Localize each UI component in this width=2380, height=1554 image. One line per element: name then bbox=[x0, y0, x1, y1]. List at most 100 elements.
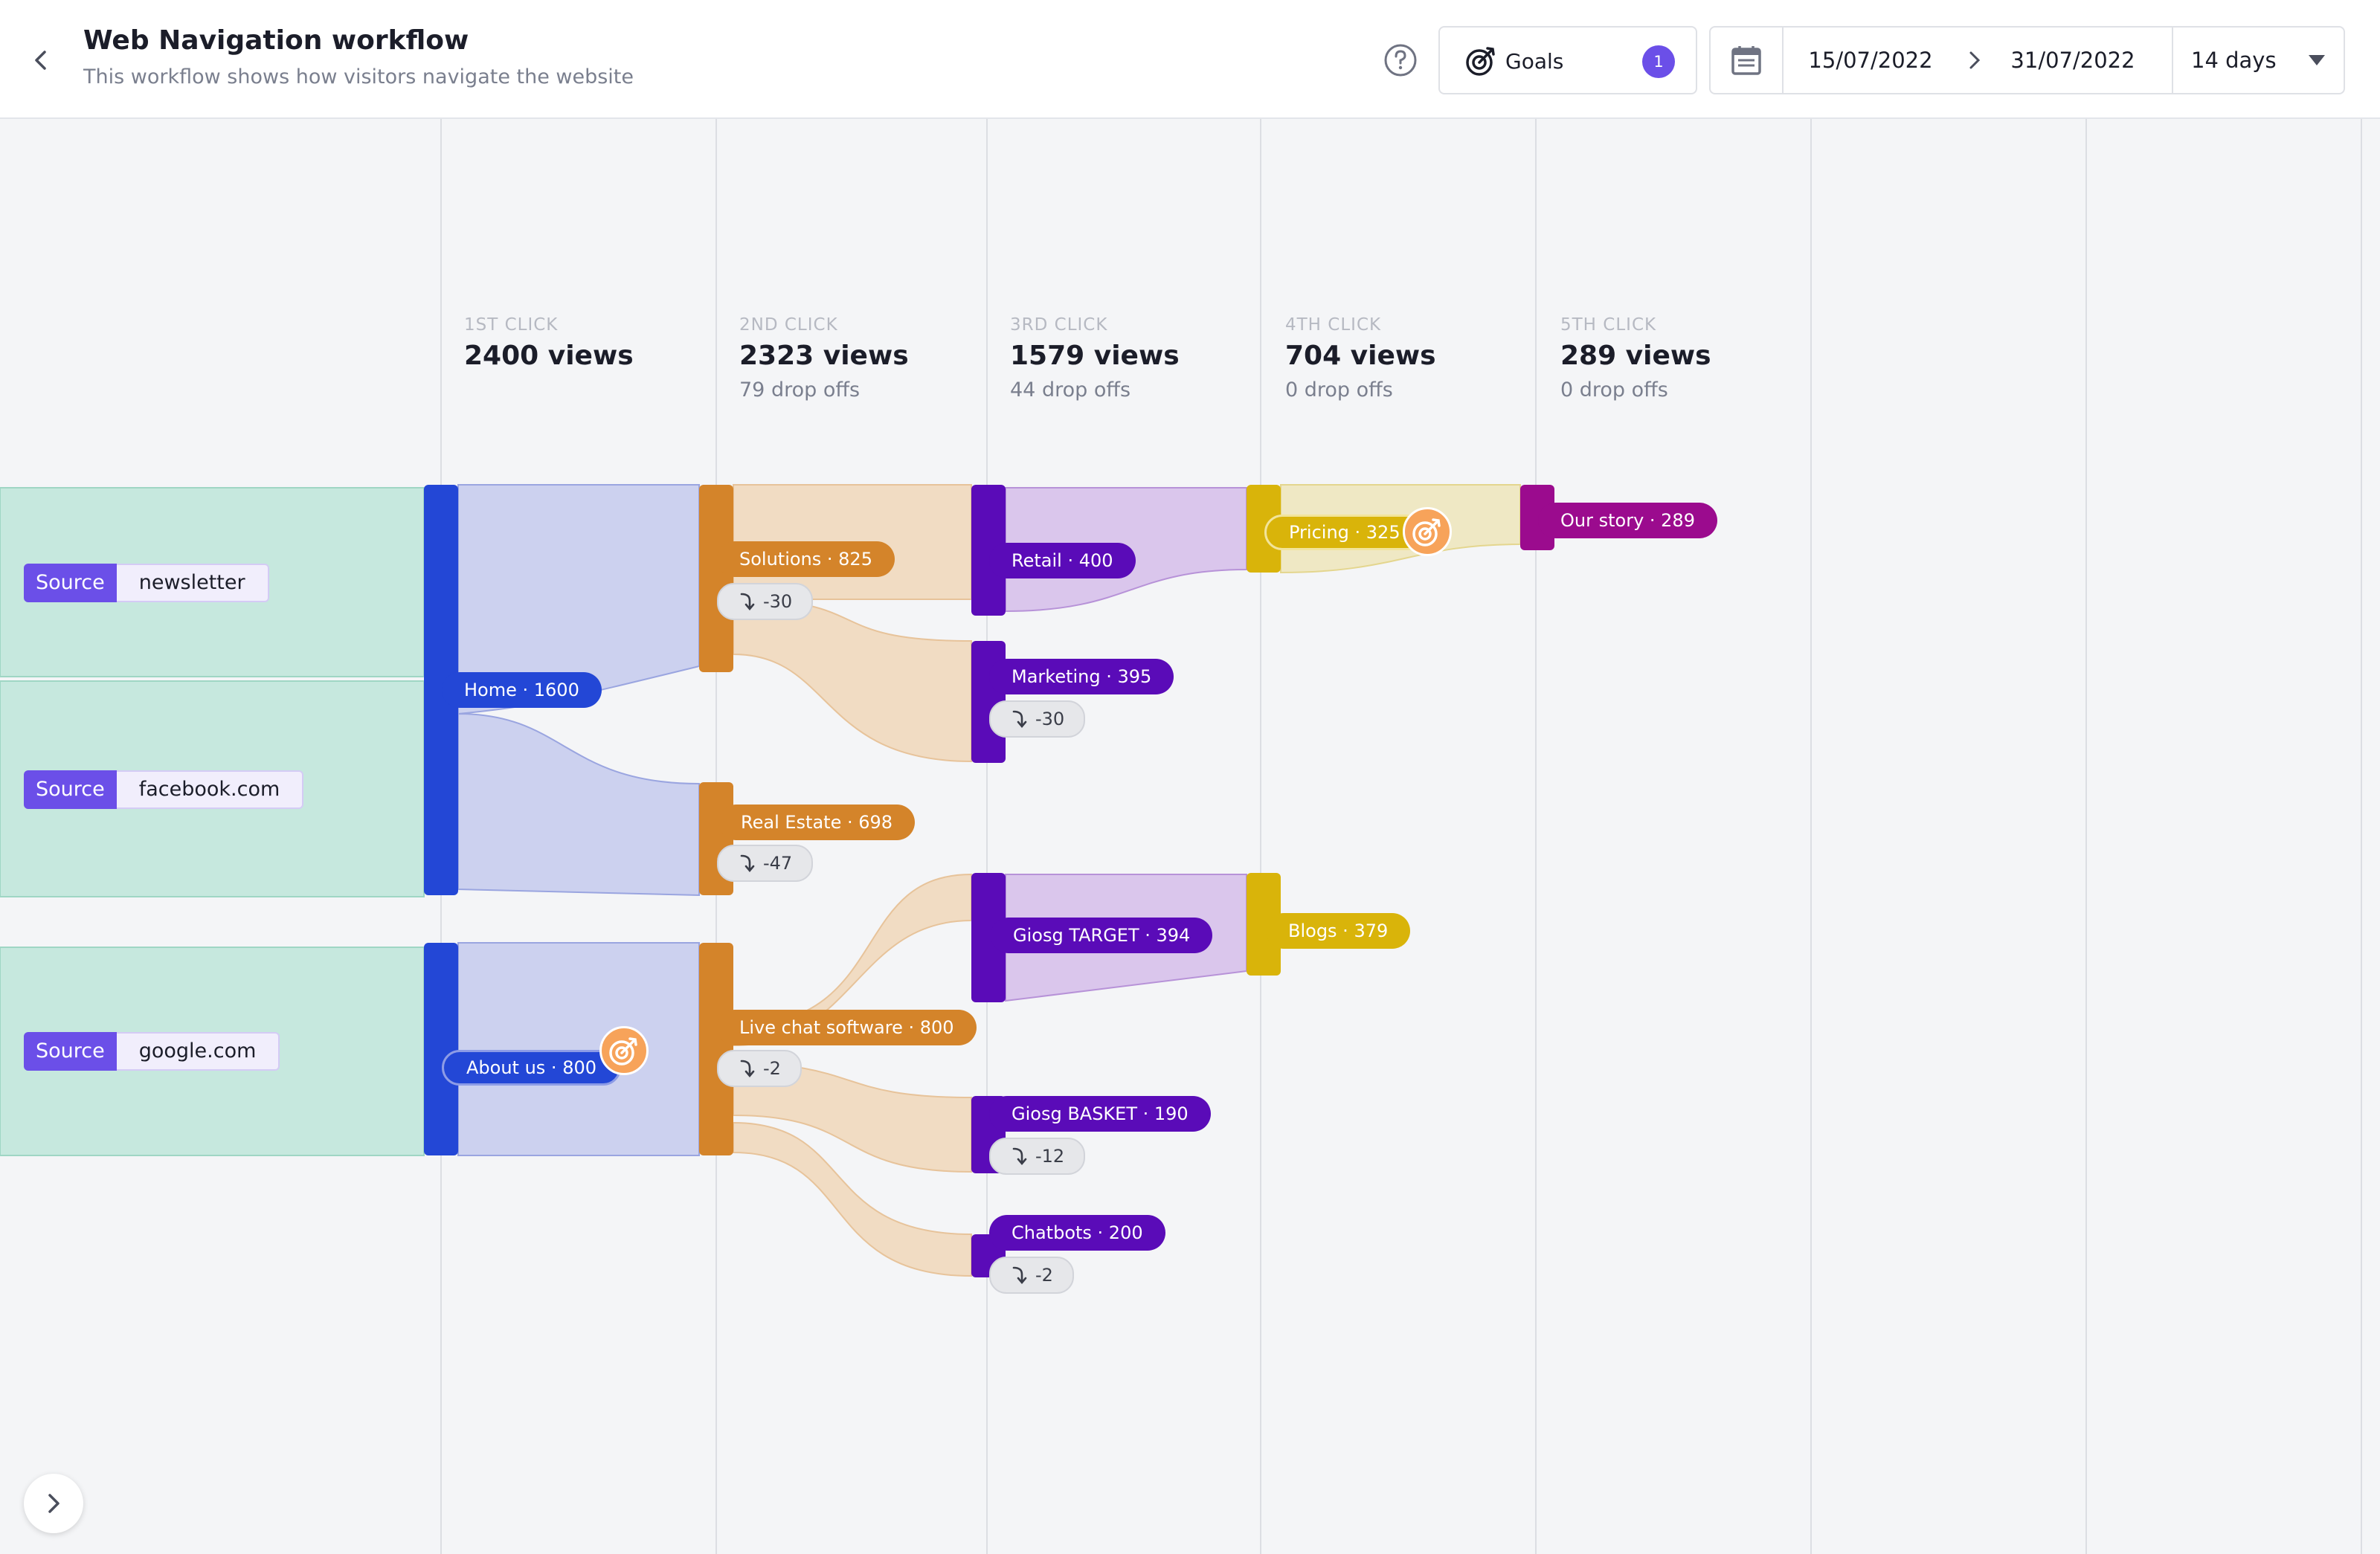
flow-about-live-chat bbox=[457, 942, 700, 1156]
start-date[interactable]: 15/07/2022 bbox=[1808, 48, 1933, 73]
stage-label: 5TH CLICK bbox=[1560, 315, 1657, 335]
node-label-solutions[interactable]: Solutions · 825 bbox=[717, 541, 895, 577]
column-divider bbox=[2085, 119, 2087, 1554]
date-range-picker: 15/07/2022 31/07/2022 14 days bbox=[1709, 26, 2345, 94]
source-key: Source bbox=[24, 770, 117, 809]
workflow-canvas: 1ST CLICK 2400 views 2ND CLICK 2323 view… bbox=[0, 119, 2380, 1554]
target-icon bbox=[1466, 47, 1495, 76]
dropoff-badge-chatbots[interactable]: -2 bbox=[989, 1257, 1074, 1294]
dropoff-arrow-icon bbox=[1012, 1147, 1027, 1166]
source-value: newsletter bbox=[116, 564, 269, 602]
dropoff-arrow-icon bbox=[1012, 710, 1027, 729]
flow-home-real-estate bbox=[457, 712, 700, 897]
node-bar-retail[interactable] bbox=[971, 485, 1006, 616]
flow-diagram bbox=[0, 484, 1554, 1277]
dropoff-badge-real-estate[interactable]: -47 bbox=[717, 845, 814, 882]
node-label-real-estate[interactable]: Real Estate · 698 bbox=[718, 805, 916, 840]
source-value: facebook.com bbox=[116, 770, 304, 809]
stage-label: 2ND CLICK bbox=[739, 315, 838, 335]
caret-down-icon bbox=[2309, 55, 2325, 65]
stage-header-4: 4TH CLICK 704 views 0 drop offs bbox=[1285, 315, 1436, 402]
node-bar-giosg-target[interactable] bbox=[971, 873, 1006, 1002]
target-icon bbox=[609, 1037, 637, 1065]
dropoff-arrow-icon bbox=[1012, 1266, 1027, 1285]
stage-label: 1ST CLICK bbox=[464, 315, 559, 335]
stage-views: 2323 views bbox=[739, 341, 909, 371]
stage-header-1: 1ST CLICK 2400 views bbox=[464, 315, 634, 371]
node-label-giosg-target[interactable]: Giosg TARGET · 394 bbox=[991, 918, 1213, 953]
end-date[interactable]: 31/07/2022 bbox=[2010, 48, 2135, 73]
dropoff-count: -47 bbox=[763, 853, 793, 874]
dropoff-badge-live-chat[interactable]: -2 bbox=[717, 1050, 802, 1087]
node-bar-pricing[interactable] bbox=[1247, 485, 1281, 573]
stage-views: 1579 views bbox=[1010, 341, 1180, 371]
stage-views: 704 views bbox=[1285, 341, 1436, 371]
goal-badge bbox=[599, 1026, 649, 1075]
node-label-pricing[interactable]: Pricing · 325 bbox=[1264, 515, 1425, 550]
node-label-our-story[interactable]: Our story · 289 bbox=[1538, 503, 1717, 538]
column-divider bbox=[2361, 119, 2362, 1554]
dropoff-count: -12 bbox=[1035, 1146, 1065, 1167]
node-bar-solutions[interactable] bbox=[699, 485, 733, 672]
help-icon[interactable] bbox=[1382, 42, 1419, 79]
stage-dropoffs: 79 drop offs bbox=[739, 378, 861, 402]
calendar-icon bbox=[1731, 46, 1761, 75]
flow-live-chat-basket bbox=[733, 1062, 972, 1173]
source-tag-newsletter[interactable]: Source newsletter bbox=[24, 564, 269, 602]
page-title: Web Navigation workflow bbox=[83, 25, 469, 56]
column-divider bbox=[1535, 119, 1537, 1554]
stage-dropoffs: 0 drop offs bbox=[1285, 378, 1393, 402]
stage-views: 2400 views bbox=[464, 341, 634, 371]
node-label-chatbots[interactable]: Chatbots · 200 bbox=[989, 1215, 1165, 1251]
source-key: Source bbox=[24, 564, 117, 602]
header-bar: Web Navigation workflow This workflow sh… bbox=[0, 0, 2380, 119]
dropoff-count: -2 bbox=[763, 1058, 781, 1079]
range-select[interactable]: 14 days bbox=[2172, 28, 2347, 93]
source-tag-facebook[interactable]: Source facebook.com bbox=[24, 770, 304, 809]
node-label-giosg-basket[interactable]: Giosg BASKET · 190 bbox=[989, 1096, 1211, 1132]
node-label-marketing[interactable]: Marketing · 395 bbox=[989, 659, 1174, 694]
stage-views: 289 views bbox=[1560, 341, 1711, 371]
node-bar-live-chat[interactable] bbox=[699, 943, 733, 1155]
source-key: Source bbox=[24, 1032, 117, 1071]
stage-label: 3RD CLICK bbox=[1010, 315, 1108, 335]
page-subtitle: This workflow shows how visitors navigat… bbox=[83, 65, 634, 88]
target-icon bbox=[1412, 518, 1441, 547]
calendar-button[interactable] bbox=[1711, 28, 1784, 93]
dropoff-arrow-icon bbox=[740, 593, 755, 611]
stage-header-5: 5TH CLICK 289 views 0 drop offs bbox=[1560, 315, 1711, 402]
dropoff-badge-giosg-basket[interactable]: -12 bbox=[989, 1138, 1086, 1175]
dropoff-arrow-icon bbox=[740, 1060, 755, 1078]
stage-dropoffs: 44 drop offs bbox=[1010, 378, 1131, 402]
flow-solutions-marketing bbox=[733, 598, 972, 763]
dropoff-count: -30 bbox=[1035, 709, 1065, 729]
range-label: 14 days bbox=[2191, 48, 2277, 73]
source-value: google.com bbox=[116, 1032, 280, 1071]
back-arrow-icon[interactable] bbox=[22, 42, 60, 79]
goals-count-badge: 1 bbox=[1642, 45, 1675, 78]
dropoff-count: -30 bbox=[763, 591, 793, 612]
chevron-right-icon bbox=[48, 1494, 60, 1513]
node-bar-blogs[interactable] bbox=[1247, 873, 1281, 976]
dropoff-count: -2 bbox=[1035, 1265, 1053, 1286]
goals-button[interactable]: Goals 1 bbox=[1438, 26, 1697, 94]
node-bar-home[interactable] bbox=[424, 485, 458, 895]
dropoff-badge-marketing[interactable]: -30 bbox=[989, 700, 1086, 738]
node-label-blogs[interactable]: Blogs · 379 bbox=[1266, 913, 1411, 949]
dropoff-badge-solutions[interactable]: -30 bbox=[717, 583, 814, 620]
stage-header-3: 3RD CLICK 1579 views 44 drop offs bbox=[1010, 315, 1180, 402]
goal-badge bbox=[1403, 507, 1452, 556]
node-label-home[interactable]: Home · 1600 bbox=[442, 672, 602, 708]
node-label-retail[interactable]: Retail · 400 bbox=[989, 543, 1136, 578]
node-bar-about[interactable] bbox=[424, 943, 458, 1155]
expand-panel-button[interactable] bbox=[24, 1474, 83, 1533]
source-tag-google[interactable]: Source google.com bbox=[24, 1032, 280, 1071]
node-label-live-chat[interactable]: Live chat software · 800 bbox=[717, 1010, 977, 1045]
chevron-right-icon bbox=[1969, 51, 1981, 69]
stage-dropoffs: 0 drop offs bbox=[1560, 378, 1668, 402]
node-label-about[interactable]: About us · 800 bbox=[442, 1050, 621, 1086]
stage-label: 4TH CLICK bbox=[1285, 315, 1382, 335]
stage-header-2: 2ND CLICK 2323 views 79 drop offs bbox=[739, 315, 909, 402]
flow-live-chat-chatbots bbox=[733, 1121, 972, 1277]
column-divider bbox=[1810, 119, 1812, 1554]
